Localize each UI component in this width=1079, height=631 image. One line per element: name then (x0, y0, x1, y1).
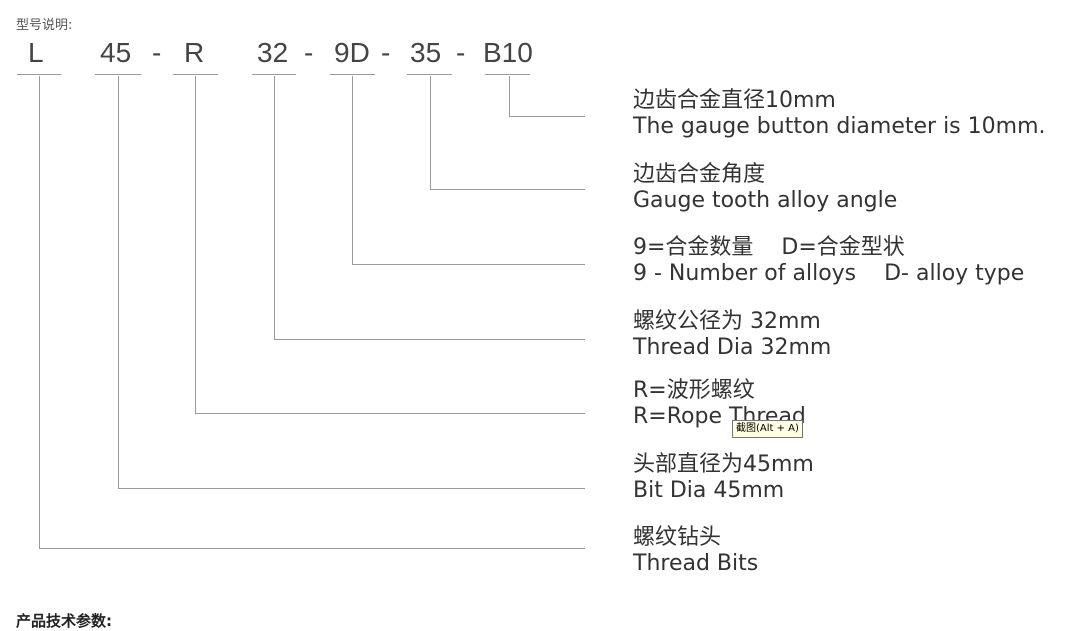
desc-zh: 边齿合金角度 (633, 162, 766, 187)
desc-en: Gauge tooth alloy angle (633, 188, 898, 213)
desc-en: The gauge button diameter is 10mm. (633, 114, 1046, 139)
code-underline-32 (252, 74, 296, 75)
code-underline-9d (330, 74, 375, 75)
leader-line-r (195, 76, 585, 414)
leader-line-45 (118, 76, 585, 489)
desc-zh: 9=合金数量 D=合金型状 (633, 235, 905, 260)
desc-en: Thread Bits (633, 551, 759, 576)
leader-line-l (39, 76, 585, 549)
product-specs-title: 产品技术参数: (16, 612, 112, 630)
desc-en: Thread Dia 32mm (633, 335, 832, 360)
screenshot-tooltip: 截图(Alt + A) (732, 420, 803, 438)
code-underline-l (17, 74, 61, 75)
code-dash-3: - (381, 37, 391, 68)
leader-line-b10 (509, 76, 585, 117)
code-part-r: R (184, 37, 205, 68)
leader-line-35 (430, 76, 585, 190)
code-part-9d: 9D (334, 37, 370, 68)
desc-gauge-tooth-angle: 边齿合金角度 Gauge tooth alloy angle (633, 162, 897, 214)
code-underline-35 (407, 74, 452, 75)
code-underline-r (173, 74, 218, 75)
desc-gauge-button-diameter: 边齿合金直径10mm The gauge button diameter is … (633, 88, 1046, 140)
desc-thread-dia: 螺纹公径为 32mm Thread Dia 32mm (633, 309, 831, 361)
code-dash-2: - (304, 37, 314, 68)
desc-thread-bits: 螺纹钻头 Thread Bits (633, 525, 758, 577)
desc-en: Bit Dia 45mm (633, 478, 785, 503)
code-underline-45 (95, 74, 141, 75)
desc-bit-dia: 头部直径为45mm Bit Dia 45mm (633, 452, 814, 504)
leader-line-9d (352, 76, 585, 265)
code-part-35: 35 (410, 37, 442, 68)
desc-zh: R=波形螺纹 (633, 378, 755, 403)
desc-zh: 边齿合金直径10mm (633, 88, 836, 113)
code-dash-1: - (152, 37, 162, 68)
code-part-l: L (28, 37, 44, 68)
desc-zh: 头部直径为45mm (633, 452, 814, 477)
leader-line-32 (274, 76, 585, 340)
desc-zh: 螺纹公径为 32mm (633, 309, 821, 334)
code-part-32: 32 (257, 37, 289, 68)
code-underline-b10 (485, 74, 530, 75)
code-part-b10: B10 (483, 37, 533, 68)
desc-en: 9 - Number of alloys D- alloy type (633, 261, 1025, 286)
model-caption: 型号说明: (16, 18, 73, 33)
code-dash-4: - (456, 37, 466, 68)
desc-alloy-count-type: 9=合金数量 D=合金型状 9 - Number of alloys D- al… (633, 235, 1024, 287)
code-part-45: 45 (100, 37, 132, 68)
desc-zh: 螺纹钻头 (633, 525, 722, 550)
